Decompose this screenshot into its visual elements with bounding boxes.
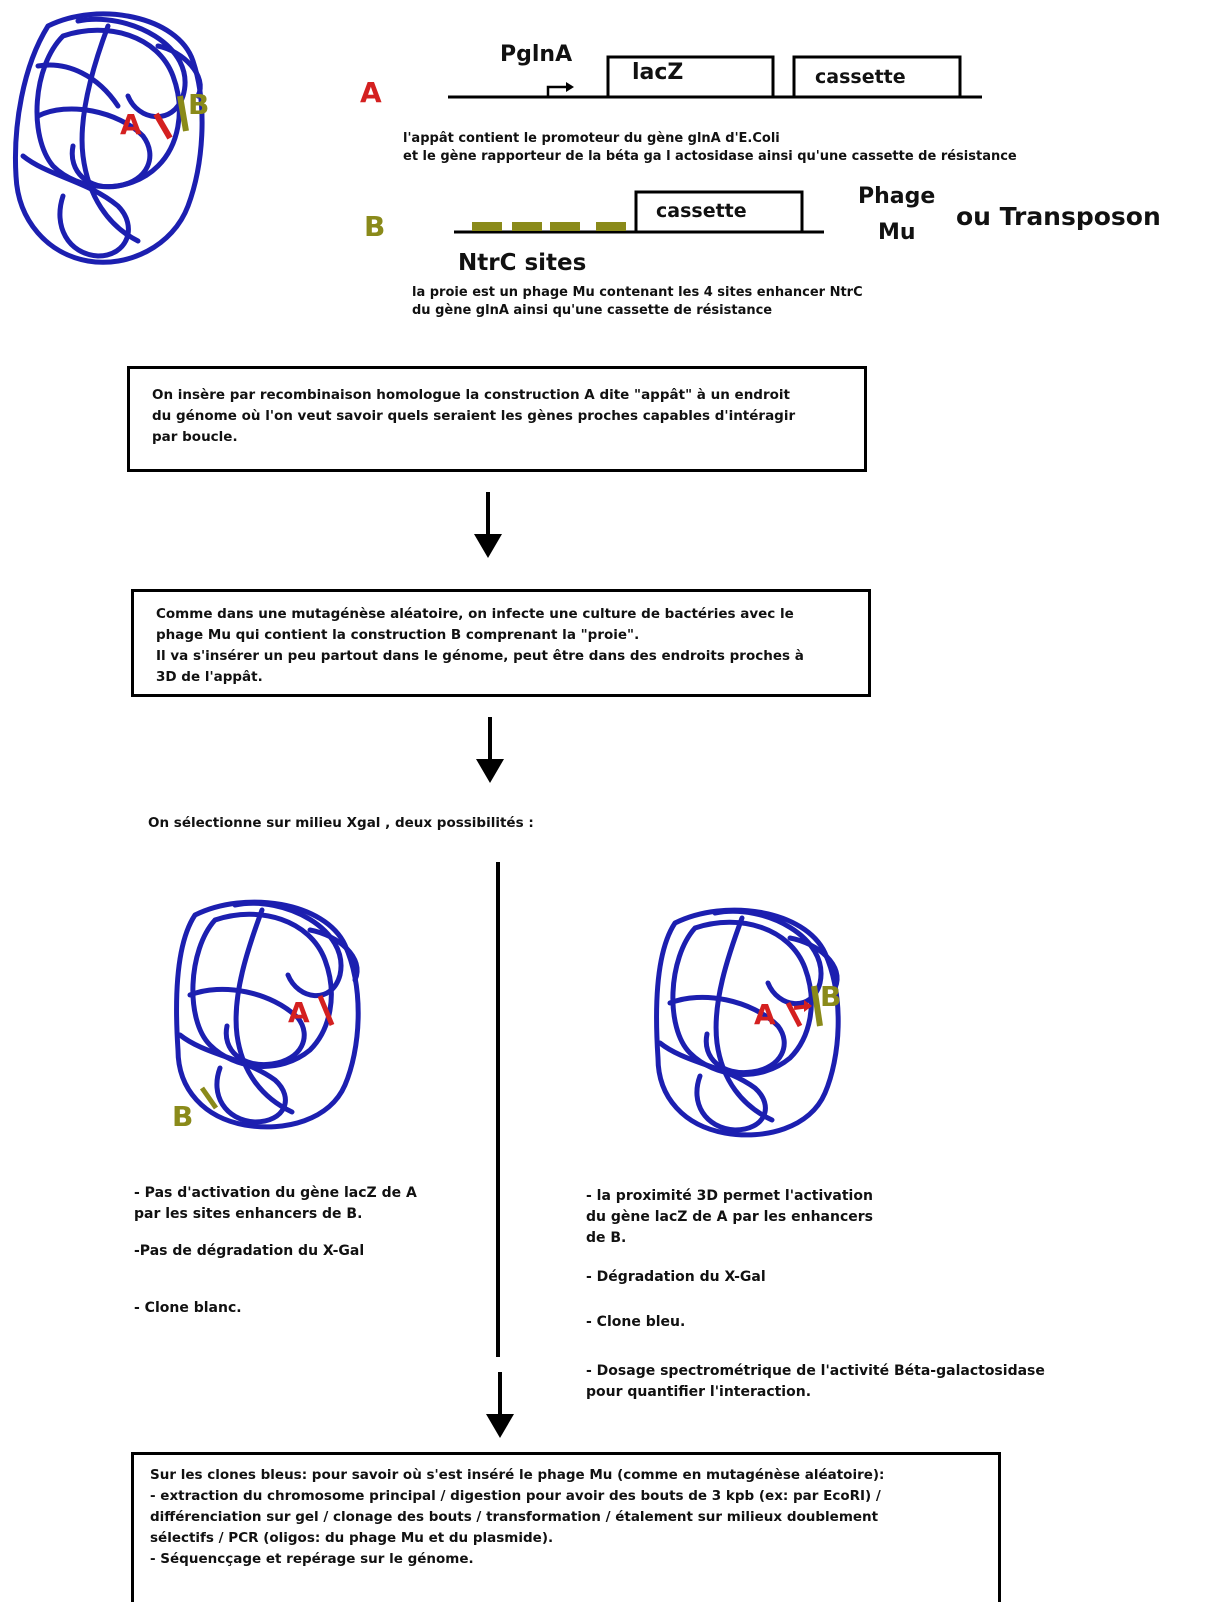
- construct-a-diagram: PglnA lacZ cassette: [440, 40, 1000, 110]
- bait-label-a: A: [120, 108, 142, 141]
- step2-line-2: phage Mu qui contient la construction B …: [156, 627, 640, 643]
- left-outcome-p1-line1: - Pas d'activation du gène lacZ de A: [134, 1185, 417, 1201]
- chromosome-right-drawing: [654, 907, 841, 1138]
- left-prey-label-b: B: [172, 1100, 194, 1133]
- right-outcome-text: - la proximité 3D permet l'activation du…: [586, 1186, 1106, 1419]
- promoter-pglna-label: PglnA: [500, 42, 573, 67]
- final-line-2: - extraction du chromosome principal / d…: [150, 1488, 881, 1504]
- ntrc-site-4: [596, 222, 626, 231]
- right-outcome-p3: - Clone bleu.: [586, 1314, 686, 1330]
- left-outcome-p1-line2: par les sites enhancers de B.: [134, 1206, 363, 1222]
- construct-b-caption: la proie est un phage Mu contenant les 4…: [412, 284, 863, 320]
- final-line-1: Sur les clones bleus: pour savoir où s'e…: [150, 1467, 885, 1483]
- ntrc-sites-label: NtrC sites: [458, 250, 587, 276]
- left-outcome-text: - Pas d'activation du gène lacZ de A par…: [134, 1183, 474, 1335]
- construct-b-diagram: cassette: [450, 186, 840, 246]
- left-outcome-p3: - Clone blanc.: [134, 1300, 242, 1316]
- down-arrow-1: [474, 492, 502, 558]
- final-line-4: sélectifs / PCR (oligos: du phage Mu et …: [150, 1530, 554, 1546]
- vertical-divider: [496, 862, 500, 1357]
- chromosome-loop-drawing: [13, 11, 205, 265]
- construct-b-caption-line1: la proie est un phage Mu contenant les 4…: [412, 285, 863, 300]
- construct-b-caption-line2: du gène glnA ainsi qu'une cassette de ré…: [412, 303, 773, 318]
- ntrc-site-1: [472, 222, 502, 231]
- step2-line-1: Comme dans une mutagénèse aléatoire, on …: [156, 606, 794, 622]
- ntrc-site-3: [550, 222, 580, 231]
- left-outcome-p2: -Pas de dégradation du X-Gal: [134, 1243, 365, 1259]
- step2-box: Comme dans une mutagénèse aléatoire, on …: [131, 589, 871, 697]
- step1-box: On insère par recombinaison homologue la…: [127, 366, 867, 472]
- right-outcome-p1-line1: - la proximité 3D permet l'activation: [586, 1188, 873, 1204]
- cassette-a-label: cassette: [815, 66, 906, 88]
- construct-b-letter: B: [364, 210, 386, 243]
- prey-label-b: B: [188, 88, 210, 121]
- right-outcome-p4-line1: - Dosage spectrométrique de l'activité B…: [586, 1363, 1045, 1379]
- left-bait-label-a: A: [288, 996, 310, 1029]
- final-line-3: différenciation sur gel / clonage des bo…: [150, 1509, 879, 1525]
- right-outcome-p1-line3: de B.: [586, 1230, 627, 1246]
- construct-a-drawing: [448, 55, 982, 99]
- mu-label: Mu: [878, 220, 916, 245]
- right-prey-label-b: B: [820, 980, 842, 1013]
- step1-line-1: On insère par recombinaison homologue la…: [152, 387, 790, 403]
- right-outcome-p1-line2: du gène lacZ de A par les enhancers: [586, 1209, 874, 1225]
- step2-line-3: Il va s'insérer un peu partout dans le g…: [156, 648, 804, 664]
- right-bait-label-a: A: [754, 998, 776, 1031]
- down-arrow-3: [486, 1372, 514, 1438]
- right-outcome-p4-line2: pour quantifier l'interaction.: [586, 1384, 812, 1400]
- down-arrow-2: [476, 717, 504, 783]
- lacz-gene-label: lacZ: [632, 60, 684, 85]
- transposon-label: ou Transposon: [956, 202, 1161, 231]
- construct-b-drawing: [454, 190, 824, 234]
- chromosome-diagram-right: A B: [640, 898, 855, 1143]
- construct-a-caption: l'appât contient le promoteur du gène gl…: [403, 130, 1017, 166]
- cassette-b-label: cassette: [656, 200, 747, 222]
- phage-label: Phage: [858, 184, 936, 209]
- chromosome-diagram-top: A B: [8, 6, 218, 271]
- construct-a-caption-line1: l'appât contient le promoteur du gène gl…: [403, 131, 780, 146]
- step1-line-2: du génome où l'on veut savoir quels sera…: [152, 408, 796, 424]
- chromosome-diagram-left: A B: [160, 890, 375, 1133]
- step1-line-3: par boucle.: [152, 429, 238, 445]
- construct-a-caption-line2: et le gène rapporteur de la béta ga l ac…: [403, 149, 1017, 164]
- step2-line-4: 3D de l'appât.: [156, 669, 263, 685]
- selection-text: On sélectionne sur milieu Xgal , deux po…: [148, 815, 534, 831]
- ntrc-site-2: [512, 222, 542, 231]
- chromosome-left-drawing: [174, 899, 361, 1130]
- final-line-5: - Séquencçage et repérage sur le génome.: [150, 1551, 474, 1567]
- construct-a-letter: A: [360, 76, 382, 109]
- final-box: Sur les clones bleus: pour savoir où s'e…: [131, 1452, 1001, 1602]
- right-outcome-p2: - Dégradation du X-Gal: [586, 1269, 766, 1285]
